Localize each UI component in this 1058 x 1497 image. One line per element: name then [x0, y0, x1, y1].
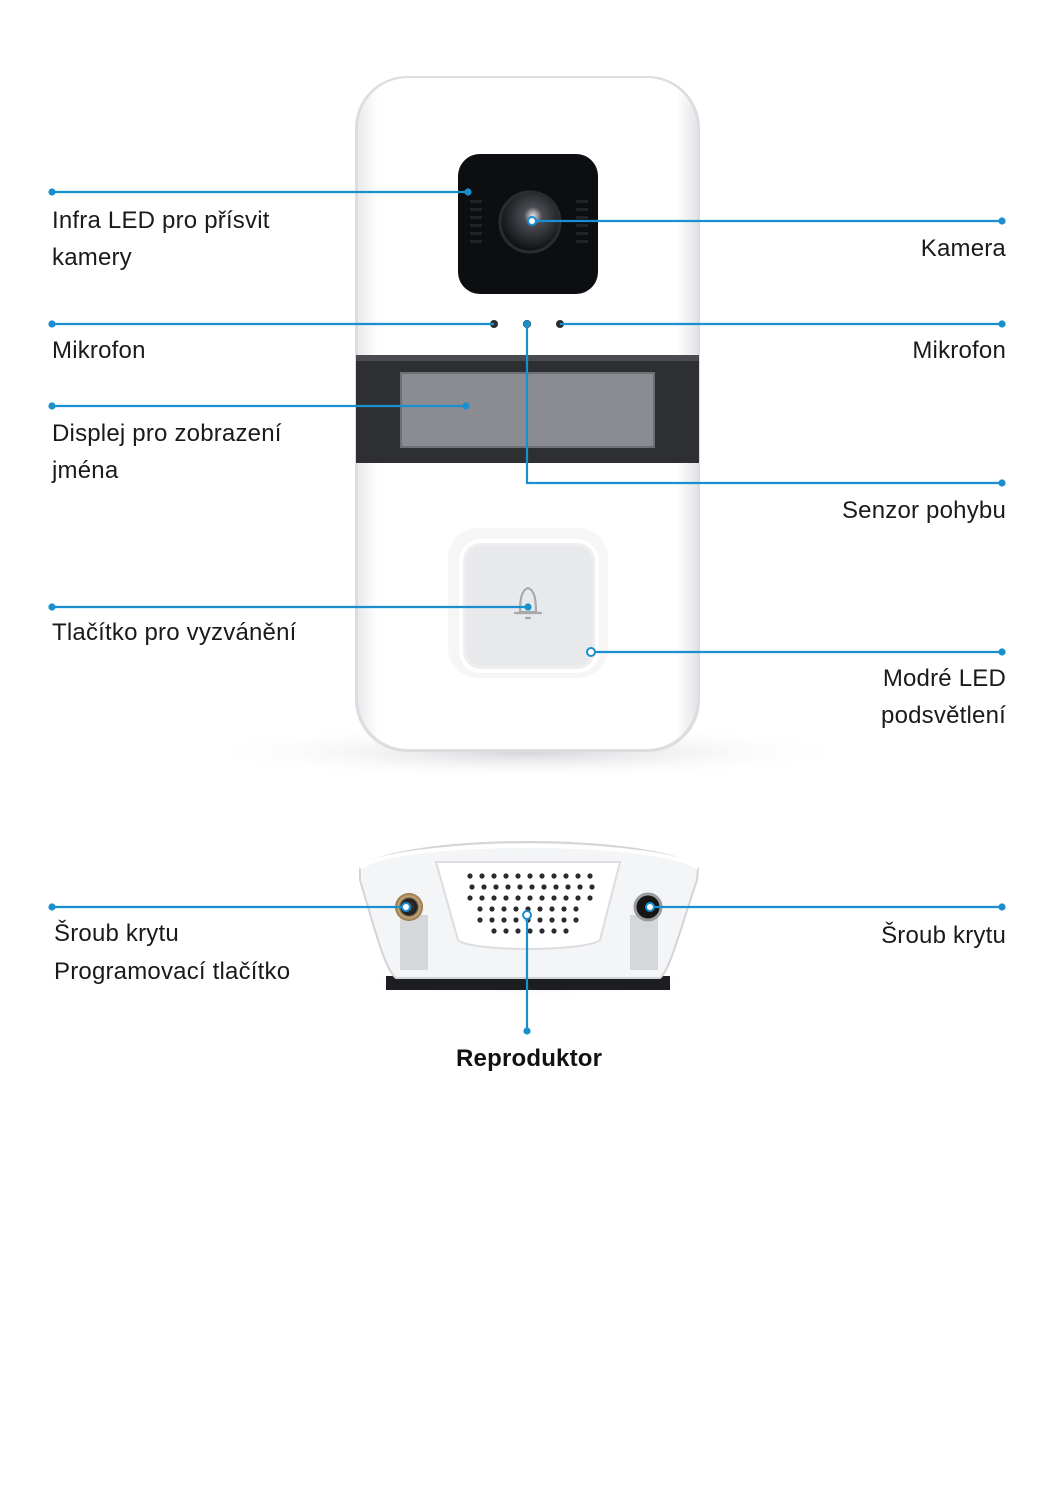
speaker-hole — [587, 873, 593, 879]
speaker-hole — [479, 873, 485, 879]
speaker-hole — [527, 895, 533, 901]
label-tlacitko: Tlačítko pro vyzvánění — [52, 619, 297, 646]
speaker-hole — [513, 917, 519, 923]
label-modre-led: Modré LED podsvětlení — [881, 665, 1006, 729]
speaker-hole — [491, 928, 497, 934]
speaker-hole — [549, 906, 555, 912]
speaker-hole — [505, 884, 511, 890]
speaker-hole — [481, 884, 487, 890]
leader-lines — [52, 190, 1002, 1031]
label-mikrofon-right: Mikrofon — [912, 337, 1006, 364]
speaker-hole — [503, 873, 509, 879]
speaker-hole — [489, 906, 495, 912]
leader-ring-dots — [401, 216, 655, 920]
speaker-hole — [575, 895, 581, 901]
label-sroub-left: Šroub krytu — [54, 920, 179, 947]
speaker-hole — [477, 917, 483, 923]
speaker-hole — [527, 928, 533, 934]
label-reproduktor: Reproduktor — [456, 1045, 603, 1072]
speaker-hole — [515, 873, 521, 879]
speaker-hole — [537, 906, 543, 912]
speaker-hole — [575, 873, 581, 879]
speaker-hole — [561, 906, 567, 912]
speaker-hole — [539, 895, 545, 901]
speaker-hole — [587, 895, 593, 901]
doorbell-bottom — [358, 840, 700, 996]
speaker-hole — [573, 917, 579, 923]
leader-dots — [48, 188, 1006, 1035]
label-senzor-pohybu: Senzor pohybu — [841, 497, 1006, 524]
speaker-hole — [537, 917, 543, 923]
speaker-hole — [515, 895, 521, 901]
speaker-hole — [565, 884, 571, 890]
speaker-hole — [577, 884, 583, 890]
speaker-hole — [491, 873, 497, 879]
speaker-hole — [551, 873, 557, 879]
speaker-hole — [539, 873, 545, 879]
speaker-hole — [539, 928, 545, 934]
speaker-hole — [589, 884, 595, 890]
label-programovaci: Programovací tlačítko — [54, 958, 291, 985]
speaker-hole — [553, 884, 559, 890]
speaker-hole — [479, 895, 485, 901]
speaker-hole — [503, 928, 509, 934]
speaker-hole — [551, 928, 557, 934]
label-mikrofon-left: Mikrofon — [52, 337, 146, 364]
label-sroub-right: Šroub krytu — [881, 922, 1006, 949]
speaker-hole — [573, 906, 579, 912]
speaker-hole — [477, 906, 483, 912]
speaker-hole — [517, 884, 523, 890]
speaker-hole — [467, 895, 473, 901]
speaker-hole — [513, 906, 519, 912]
speaker-hole — [549, 917, 555, 923]
speaker-hole — [563, 928, 569, 934]
speaker-hole — [527, 873, 533, 879]
speaker-hole — [491, 895, 497, 901]
speaker-grille — [467, 873, 595, 934]
speaker-hole — [493, 884, 499, 890]
label-kamera: Kamera — [920, 235, 1006, 262]
speaker-hole — [563, 895, 569, 901]
speaker-hole — [467, 873, 473, 879]
speaker-hole — [561, 917, 567, 923]
infra-led-grille — [470, 200, 588, 243]
speaker-hole — [501, 917, 507, 923]
speaker-hole — [563, 873, 569, 879]
speaker-hole — [503, 895, 509, 901]
speaker-hole — [469, 884, 475, 890]
speaker-hole — [541, 884, 547, 890]
speaker-hole — [515, 928, 521, 934]
label-displej: Displej pro zobrazení jména — [52, 420, 282, 484]
label-infra-led: Infra LED pro přísvit kamery — [52, 207, 270, 271]
speaker-hole — [501, 906, 507, 912]
speaker-hole — [551, 895, 557, 901]
speaker-hole — [489, 917, 495, 923]
speaker-hole — [529, 884, 535, 890]
bell-icon — [513, 586, 543, 620]
